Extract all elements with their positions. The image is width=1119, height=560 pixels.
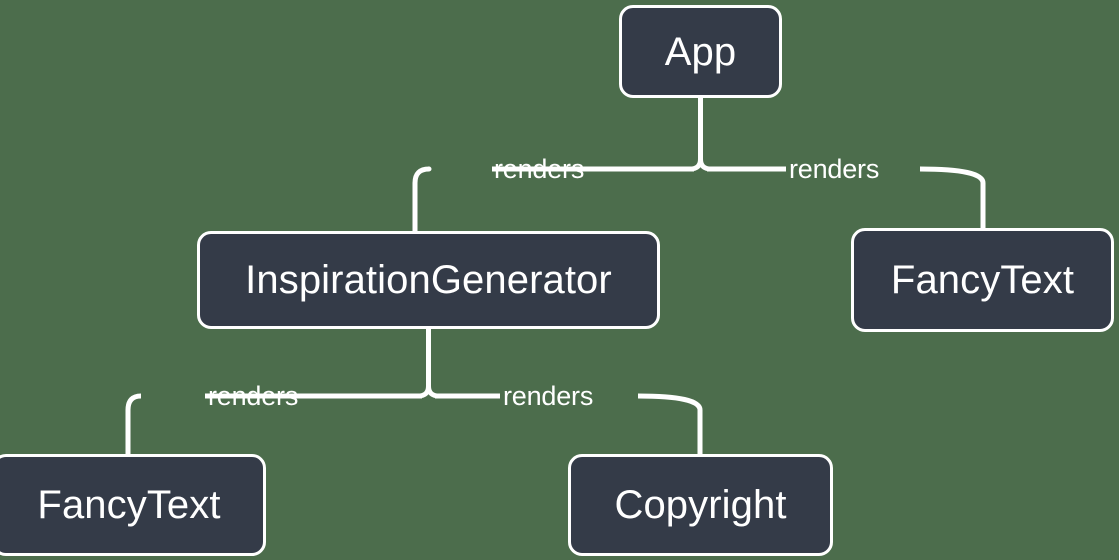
edge-elbow-fancytext-left [125,393,142,454]
node-copyright[interactable]: Copyright [568,454,833,556]
node-app-label: App [664,29,737,74]
node-copyright-label: Copyright [614,483,787,527]
edge-label-inspiration-generator-to-copyright: renders [503,381,594,411]
node-inspiration-generator-label: InspirationGenerator [245,258,612,302]
edge-bus-row1-fillet-right [698,158,712,172]
edge-label-app-to-fancytext-right: renders [789,154,880,184]
node-inspiration-generator[interactable]: InspirationGenerator [197,231,660,329]
node-fancytext-right-label: FancyText [890,258,1075,302]
edge-elbow-inspiration-generator [412,166,432,231]
node-fancytext-left[interactable]: FancyText [0,454,266,556]
node-fancytext-left-label: FancyText [37,483,221,527]
node-fancytext-right[interactable]: FancyText [851,228,1114,332]
edge-label-inspiration-generator-to-fancytext-left: renders [208,381,299,411]
edge-elbow-copyright [637,393,703,454]
edge-bus-row2-fillet-right [426,385,440,399]
edge-elbow-fancytext-right [919,166,986,228]
edge-bus-row1-fillet-left [689,158,703,172]
edge-label-app-to-inspiration-generator: renders [494,154,585,184]
edge-bus-row2-fillet-left [417,385,431,399]
node-app[interactable]: App [619,5,782,98]
